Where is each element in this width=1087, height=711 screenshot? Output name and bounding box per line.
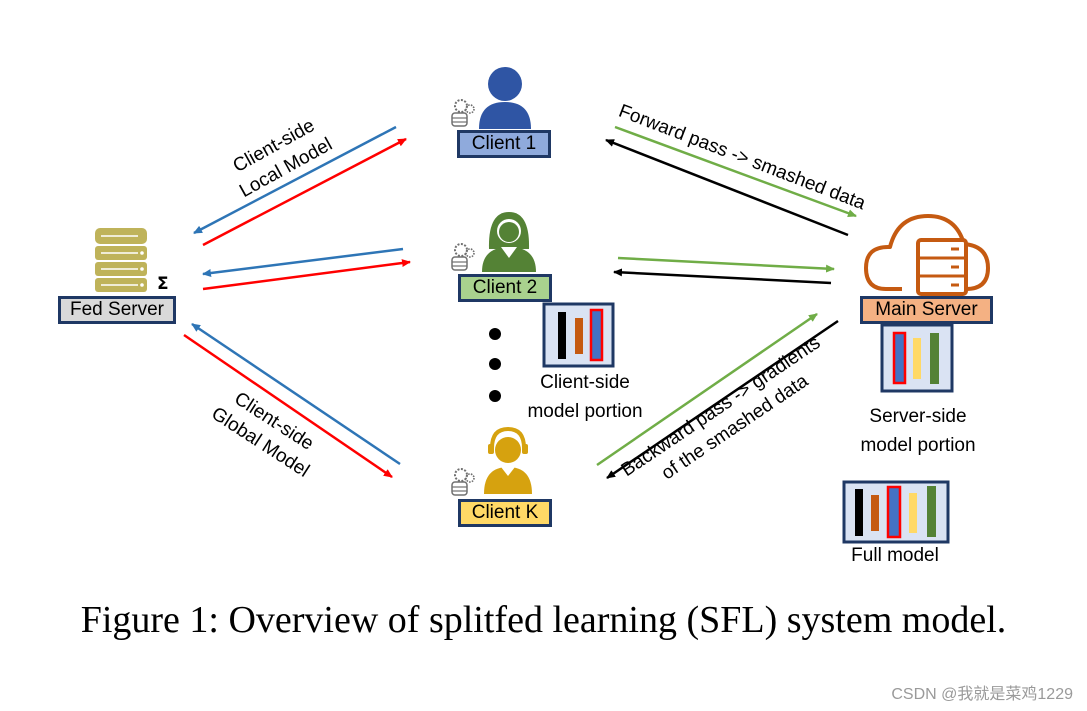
- arrow-fed-server-to-clientk: [183, 333, 393, 479]
- client-2-label: Client 2: [458, 274, 552, 302]
- client-1-user-icon: [479, 67, 531, 129]
- fed-server-icon: [95, 228, 147, 292]
- server-side-model-icon: [880, 323, 954, 393]
- client-1-label: Client 1: [457, 130, 551, 158]
- arrow-client2-to-fed-server: [202, 247, 404, 277]
- arrow-clientk-to-fed-server: [191, 322, 401, 466]
- fed-server-label: Fed Server: [58, 296, 176, 324]
- arrow-fed-server-to-client1: [202, 137, 407, 247]
- main-server-cloud-icon: [864, 214, 990, 296]
- client-model-portion-label: Client-side model portion: [510, 368, 660, 426]
- client-side-model-icon: [542, 302, 615, 368]
- client-2-user-icon: [482, 212, 536, 272]
- arrow-clientk-to-main-server: [596, 312, 818, 467]
- arrow-main-server-to-client2: [613, 268, 832, 285]
- client-1-gear-database-icon: [451, 99, 475, 127]
- arrow-fed-server-to-client2: [202, 259, 411, 291]
- server-model-portion-line-2: model portion: [860, 435, 976, 456]
- server-model-portion-label: Server-side model portion: [843, 402, 993, 460]
- client-k-user-icon: [484, 426, 532, 494]
- main-server-label: Main Server: [860, 296, 993, 324]
- watermark: CSDN @我就是菜鸡1229: [891, 686, 1073, 703]
- client-k-label: Client K: [458, 499, 552, 527]
- ellipsis-dot: [489, 390, 501, 402]
- arrow-client1-to-main-server: [614, 125, 857, 218]
- arrow-main-server-to-client1: [605, 138, 849, 237]
- arrow-client2-to-main-server: [617, 256, 835, 273]
- client-model-portion-line-2: model portion: [527, 401, 643, 422]
- full-model-icon: [842, 480, 950, 544]
- figure-caption: Figure 1: Overview of splitfed learning …: [80, 599, 1007, 641]
- client-2-gear-database-icon: [451, 243, 475, 271]
- arrow-client1-to-fed-server: [193, 125, 397, 235]
- sigma-symbol: Σ: [157, 274, 169, 294]
- server-model-portion-line-1: Server-side: [869, 406, 967, 427]
- client-model-portion-line-1: Client-side: [540, 372, 630, 393]
- ellipsis-dot: [489, 358, 501, 370]
- arrow-main-server-to-clientk: [606, 319, 839, 480]
- client-k-gear-database-icon: [451, 468, 475, 496]
- full-model-label: Full model: [851, 545, 939, 566]
- ellipsis-dot: [489, 328, 501, 340]
